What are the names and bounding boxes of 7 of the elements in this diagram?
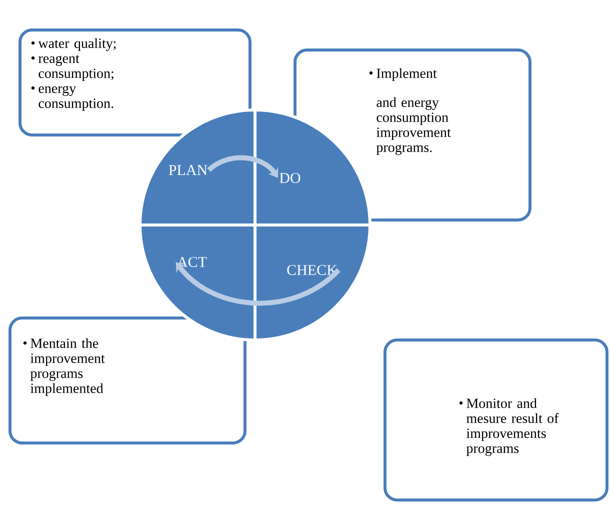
text-box: water quality; reagent consumption; energy consumption. [18,28,252,136]
quadrant-segment: CHECK [254,225,338,340]
cycle-arrow [176,262,340,306]
text-box: Monitor and mesure result of improvements programs [384,338,608,502]
cycle-arrow [207,155,278,178]
quadrant-segment: DO [255,172,370,226]
text-box: Mentain the improvement programs implemented [8,316,246,444]
